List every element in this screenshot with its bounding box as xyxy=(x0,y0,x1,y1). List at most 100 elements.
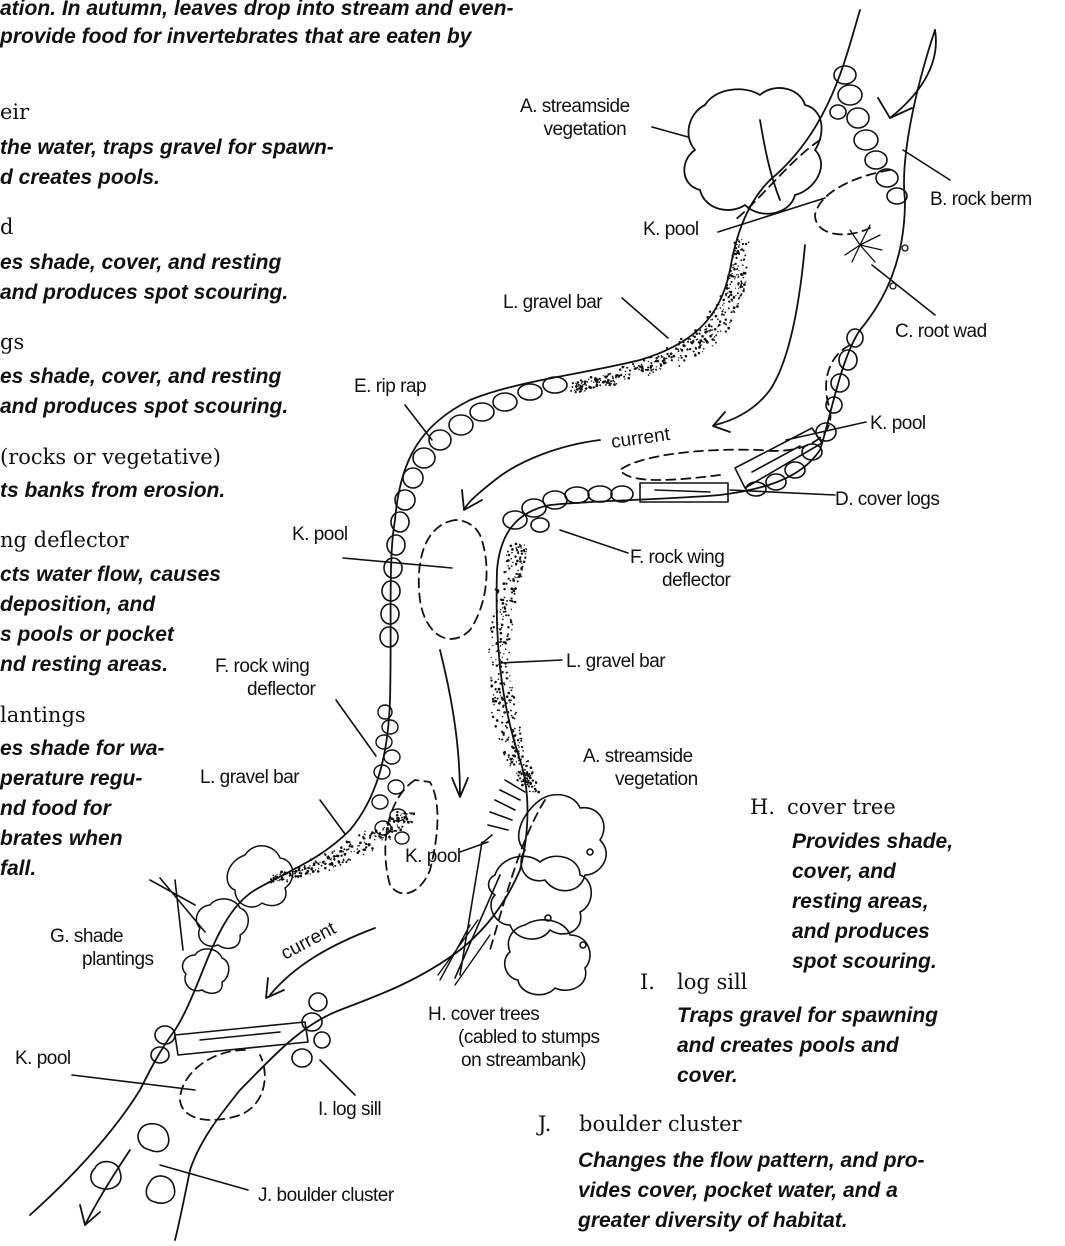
label-f1-line-1: F. rock wing xyxy=(630,546,730,569)
gravel-dot xyxy=(527,760,529,762)
gravel-dot xyxy=(690,338,692,340)
gravel-dot xyxy=(496,602,497,603)
gravel-dot xyxy=(501,624,504,627)
gravel-dot xyxy=(510,710,512,712)
gravel-dot xyxy=(720,307,722,309)
streamside-vegetation-bush-top xyxy=(684,88,821,214)
gravel-dot xyxy=(527,774,530,777)
gravel-dot xyxy=(514,718,516,720)
current-arrow-mid-down xyxy=(440,650,460,795)
gravel-dot xyxy=(727,296,729,298)
gravel-dot xyxy=(530,766,533,769)
gravel-dot xyxy=(498,673,500,675)
gravel-dot xyxy=(731,300,732,301)
gravel-dot xyxy=(494,697,496,699)
gravel-dot xyxy=(719,320,722,323)
gravel-dot xyxy=(535,781,537,783)
legend-h-desc-5: spot scouring. xyxy=(792,947,937,977)
gravel-dot xyxy=(516,773,517,774)
gravel-dot xyxy=(742,277,744,279)
gravel-dot xyxy=(529,783,531,785)
legend-j-desc-3: greater diversity of habitat. xyxy=(578,1206,848,1236)
gravel-dot xyxy=(516,549,518,551)
gravel-dot xyxy=(279,880,280,881)
gravel-dot xyxy=(511,746,513,748)
gravel-dot xyxy=(513,763,516,766)
gravel-dot xyxy=(339,864,341,866)
gravel-dot xyxy=(670,352,673,355)
gravel-dot xyxy=(277,876,278,877)
gravel-dot xyxy=(744,272,747,275)
gravel-dot xyxy=(694,329,697,332)
gravel-dot xyxy=(506,658,508,660)
gravel-dot xyxy=(508,638,510,640)
gravel-dot xyxy=(732,267,733,268)
gravel-dot xyxy=(276,874,277,875)
gravel-dot xyxy=(395,830,397,832)
gravel-dot xyxy=(729,288,730,289)
gravel-dot xyxy=(503,571,505,573)
gravel-dot xyxy=(683,345,686,348)
gravel-dot xyxy=(629,369,631,371)
gravel-dot xyxy=(504,607,506,609)
gravel-dot xyxy=(517,745,519,747)
gravel-dot xyxy=(348,841,350,843)
gravel-dot xyxy=(745,267,747,269)
gravel-dot xyxy=(735,257,737,259)
gravel-dot xyxy=(526,761,527,762)
gravel-dot xyxy=(347,859,349,861)
gravel-dot xyxy=(694,354,697,357)
gravel-dot xyxy=(604,380,606,382)
gravel-dot xyxy=(512,716,514,718)
legend-rootwad-desc-2: and produces spot scouring. xyxy=(0,278,288,308)
gravel-dot xyxy=(511,687,513,689)
gravel-dot xyxy=(518,763,520,765)
gravel-dot xyxy=(303,867,305,869)
gravel-dot xyxy=(523,764,525,766)
gravel-dot xyxy=(282,875,283,876)
gravel-dot xyxy=(494,725,497,728)
gravel-dot xyxy=(709,311,711,313)
gravel-dot xyxy=(517,750,519,752)
gravel-dot xyxy=(501,671,503,673)
gravel-dot xyxy=(736,274,738,276)
gravel-dot xyxy=(628,373,630,375)
gravel-dot xyxy=(517,774,519,776)
gravel-dot xyxy=(714,328,717,331)
gravel-dot xyxy=(515,573,517,575)
gravel-dot xyxy=(386,822,388,824)
gravel-dot xyxy=(505,725,507,727)
gravel-dot xyxy=(680,348,682,350)
gravel-dot xyxy=(626,367,628,369)
gravel-dot xyxy=(499,701,501,703)
gravel-dot xyxy=(641,365,644,368)
gravel-dot xyxy=(501,627,503,629)
legend-wing-desc-3: s pools or pocket xyxy=(0,620,174,650)
gravel-dot xyxy=(321,865,323,867)
gravel-dot xyxy=(508,554,510,556)
gravel-dot xyxy=(736,268,738,270)
gravel-dot xyxy=(406,813,408,815)
gravel-dot xyxy=(524,772,526,774)
gravel-dot xyxy=(309,865,310,866)
gravel-dot xyxy=(739,244,740,245)
gravel-dot xyxy=(350,843,352,845)
gravel-dot xyxy=(729,322,731,324)
gravel-dot xyxy=(676,348,678,350)
gravel-dot xyxy=(689,348,691,350)
gravel-dot xyxy=(496,719,499,722)
gravel-dot xyxy=(490,679,492,681)
gravel-dot xyxy=(570,390,572,392)
gravel-dot xyxy=(304,865,306,867)
gravel-dot xyxy=(521,746,523,748)
gravel-dot xyxy=(647,369,649,371)
legend-i-letter: I. xyxy=(640,970,655,994)
gravel-dot xyxy=(655,369,657,371)
gravel-dot xyxy=(515,547,517,549)
gravel-dot xyxy=(737,237,738,238)
gravel-dot xyxy=(732,264,734,266)
gravel-dot xyxy=(522,770,524,772)
gravel-dot xyxy=(333,866,334,867)
gravel-dot xyxy=(401,813,402,814)
gravel-dot xyxy=(272,875,274,877)
